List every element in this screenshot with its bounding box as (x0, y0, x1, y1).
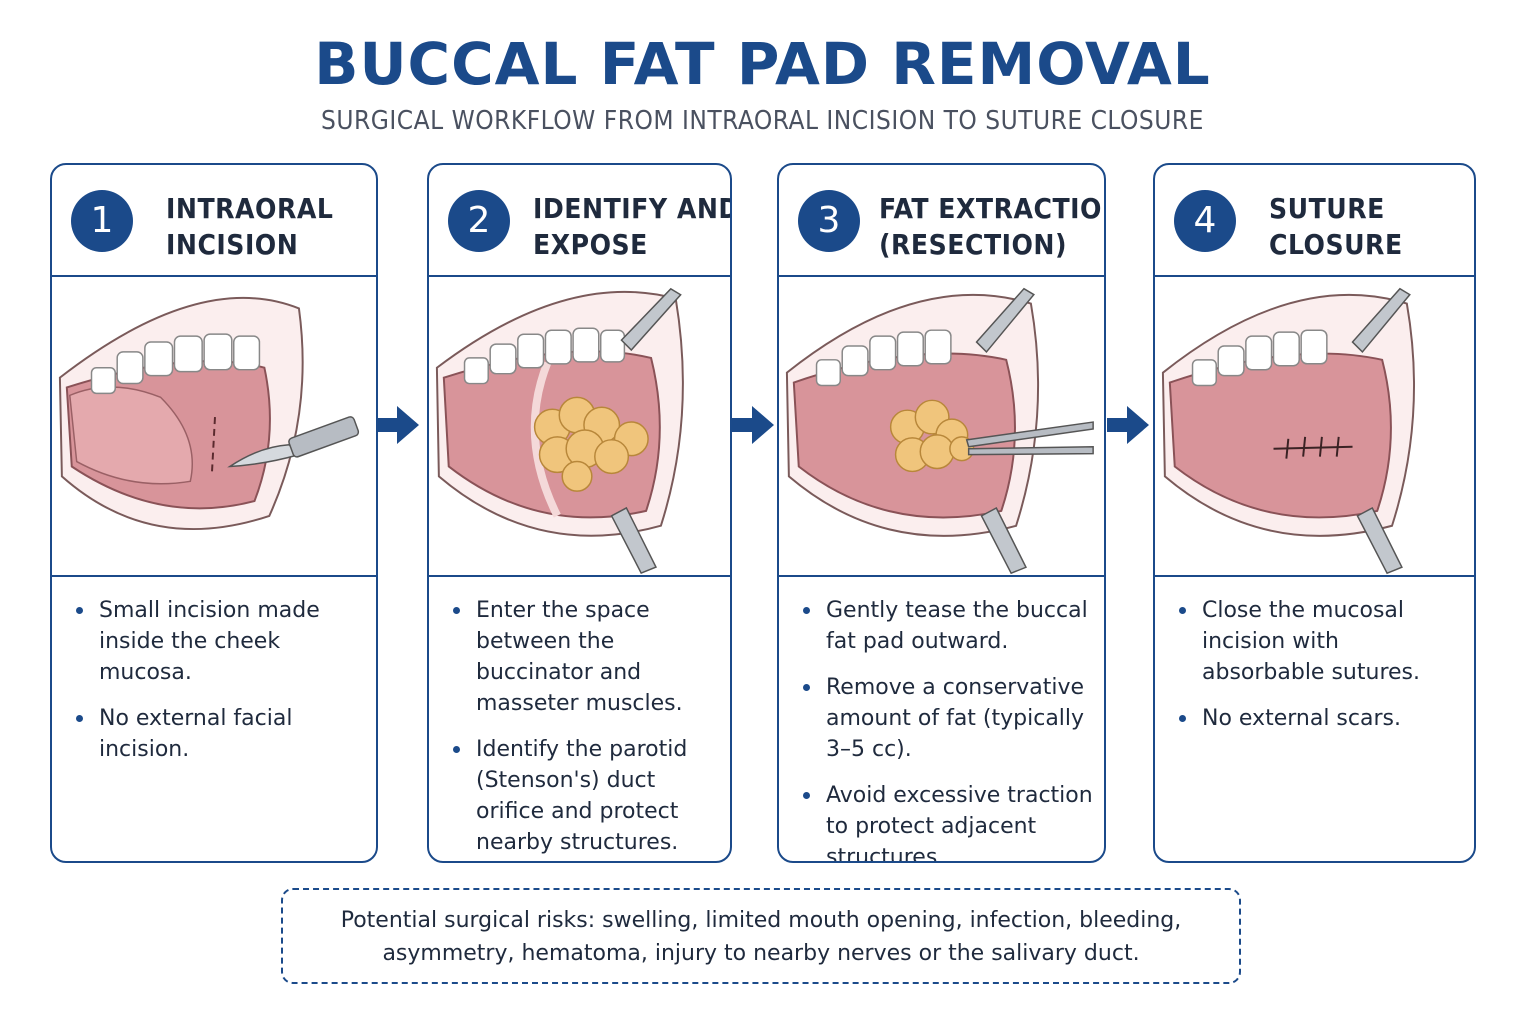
step-title-line: SUTURE (1269, 192, 1385, 225)
step-header: 3 FAT EXTRACTION (RESECTION) (779, 165, 1104, 277)
step-header: 1 INTRAORAL INCISION (52, 165, 376, 277)
step-illustration (52, 277, 376, 577)
mouth-illustration (58, 297, 360, 530)
step-card-2: 2 IDENTIFY AND EXPOSE (427, 163, 732, 863)
step-number-badge: 2 (448, 190, 510, 252)
forceps-icon (965, 421, 1094, 456)
bullet-item: Small incision made inside the cheek muc… (76, 595, 366, 688)
step-number-badge: 4 (1174, 190, 1236, 252)
mouth-illustration (435, 287, 684, 574)
bullet-item: Identify the parotid (Stenson's) duct or… (453, 734, 720, 858)
step-card-4: 4 SUTURE CLOSURE (1153, 163, 1476, 863)
step-title-line: INCISION (166, 228, 299, 261)
step-illustration (429, 277, 730, 577)
step-title: FAT EXTRACTION (RESECTION) (879, 191, 1106, 263)
step-bullets: Enter the space between the buccinator a… (453, 595, 720, 861)
retractor-icon (1351, 287, 1411, 575)
step-title: INTRAORAL INCISION (166, 191, 368, 263)
risks-line: asymmetry, hematoma, injury to nearby ne… (382, 941, 1140, 966)
step-card-1: 1 INTRAORAL INCISION Sma (50, 163, 378, 863)
step-card-3: 3 FAT EXTRACTION (RESECTION) (777, 163, 1106, 863)
step-title: SUTURE CLOSURE (1269, 191, 1466, 263)
step-number-badge: 1 (71, 190, 133, 252)
page-subtitle: SURGICAL WORKFLOW FROM INTRAORAL INCISIO… (321, 106, 1204, 136)
risks-line: Potential surgical risks: swelling, limi… (340, 908, 1182, 933)
mouth-illustration (1161, 287, 1416, 575)
bullet-item: Avoid excessive traction to protect adja… (803, 780, 1094, 861)
step-bullets: Close the mucosal incision with absorbab… (1179, 595, 1464, 749)
mouth-illustration (785, 287, 1094, 575)
step-number-badge: 3 (798, 190, 860, 252)
bullet-item: No external scars. (1179, 703, 1464, 734)
step-title-line: INTRAORAL (166, 192, 334, 225)
bullet-item: Gently tease the buccal fat pad outward. (803, 595, 1094, 657)
page-title: BUCCAL FAT PAD REMOVAL (314, 30, 1211, 98)
step-illustration (779, 277, 1104, 577)
step-title-line: (RESECTION) (879, 228, 1068, 261)
bullet-item: Enter the space between the buccinator a… (453, 595, 720, 719)
step-title-line: CLOSURE (1269, 228, 1403, 261)
step-title-line: FAT EXTRACTION (879, 192, 1106, 225)
step-title-line: IDENTIFY AND (533, 192, 732, 225)
arrow-right-icon (732, 406, 774, 444)
step-bullets: Small incision made inside the cheek muc… (76, 595, 366, 780)
arrow-right-icon (377, 406, 419, 444)
suture-icon (1273, 436, 1353, 459)
bullet-item: Close the mucosal incision with absorbab… (1179, 595, 1464, 688)
bullet-item: No external facial incision. (76, 703, 366, 765)
step-bullets: Gently tease the buccal fat pad outward.… (803, 595, 1094, 861)
step-header: 4 SUTURE CLOSURE (1155, 165, 1474, 277)
scalpel-icon (227, 416, 360, 468)
arrow-right-icon (1107, 406, 1149, 444)
retractor-icon (975, 287, 1035, 575)
step-title-line: EXPOSE (533, 228, 648, 261)
step-header: 2 IDENTIFY AND EXPOSE (429, 165, 730, 277)
retractor-icon (610, 287, 682, 574)
step-title: IDENTIFY AND EXPOSE (533, 191, 732, 263)
bullet-item: Remove a conservative amount of fat (typ… (803, 672, 1094, 765)
step-illustration (1155, 277, 1474, 577)
risks-box: Potential surgical risks: swelling, limi… (281, 888, 1241, 984)
